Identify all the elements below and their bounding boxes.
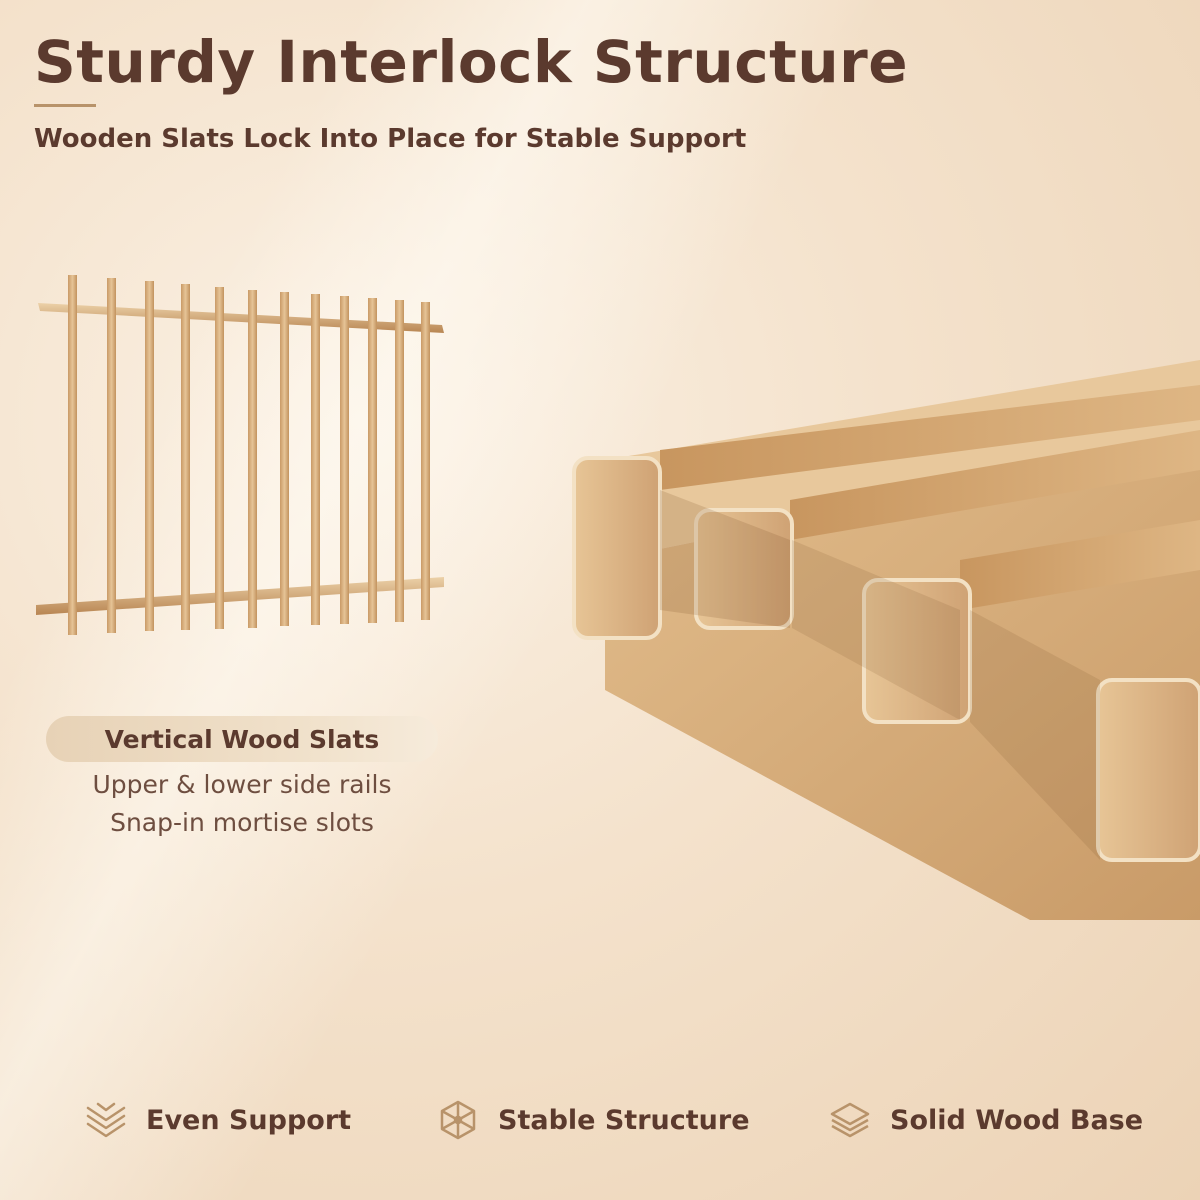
feature-solid-wood-base: Solid Wood Base [828,1098,1143,1142]
callout-label: Vertical Wood Slats [104,724,380,754]
feature-label: Solid Wood Base [890,1104,1144,1136]
slat-frame-illustration [36,275,444,635]
bed-frame-product-photo [572,360,1200,920]
feature-label: Even Support [146,1104,352,1136]
feature-stable-structure: Stable Structure [436,1098,750,1142]
page-subtitle: Wooden Slats Lock Into Place for Stable … [34,124,747,154]
solid-wood-base-icon [830,1102,870,1138]
callout-line-1: Upper & lower side rails [92,770,392,799]
callout-label-pill: Vertical Wood Slats [46,716,438,762]
feature-even-support: Even Support [84,1098,351,1142]
title-underline [34,104,96,107]
page-title: Sturdy Interlock Structure [34,28,909,96]
even-support-icon [86,1102,126,1138]
stable-structure-icon [440,1100,476,1140]
feature-label: Stable Structure [498,1104,750,1136]
callout-line-2: Snap-in mortise slots [110,808,374,837]
